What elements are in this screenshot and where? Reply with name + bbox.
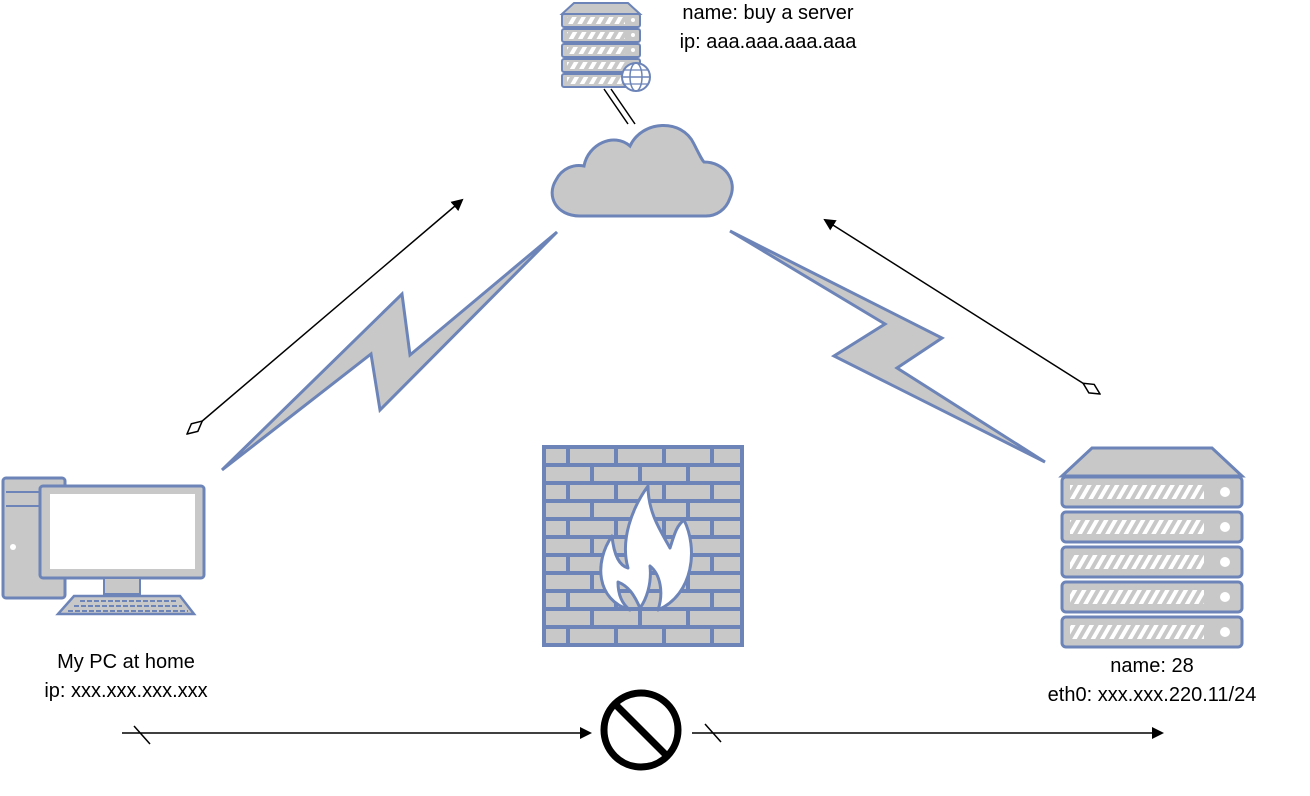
rack-server-icon — [1058, 446, 1246, 649]
pc-ip-label: ip: xxx.xxx.xxx.xxx — [44, 680, 207, 702]
firewall-icon — [542, 445, 744, 647]
server-ip-label: eth0: xxx.xxx.220.11/24 — [1048, 684, 1257, 706]
desktop-pc-icon — [1, 476, 206, 616]
pc-to-cloud-arrow — [187, 200, 462, 434]
lightning-link-icon — [220, 230, 559, 472]
pc-name-label: My PC at home — [57, 651, 195, 673]
vps-ip-label: ip: aaa.aaa.aaa.aaa — [680, 31, 858, 53]
cloud-icon — [550, 124, 734, 218]
vps-cloud-link — [603, 88, 636, 125]
blocked-connection — [122, 723, 1164, 745]
lightning-link-icon — [729, 229, 1046, 464]
blocked-icon — [600, 689, 682, 771]
globe-icon — [621, 62, 651, 92]
flame-icon — [599, 484, 693, 612]
server-to-cloud-arrow — [825, 220, 1100, 394]
vps-name-label: name: buy a server — [682, 2, 854, 24]
server-name-label: name: 28 — [1110, 655, 1193, 677]
